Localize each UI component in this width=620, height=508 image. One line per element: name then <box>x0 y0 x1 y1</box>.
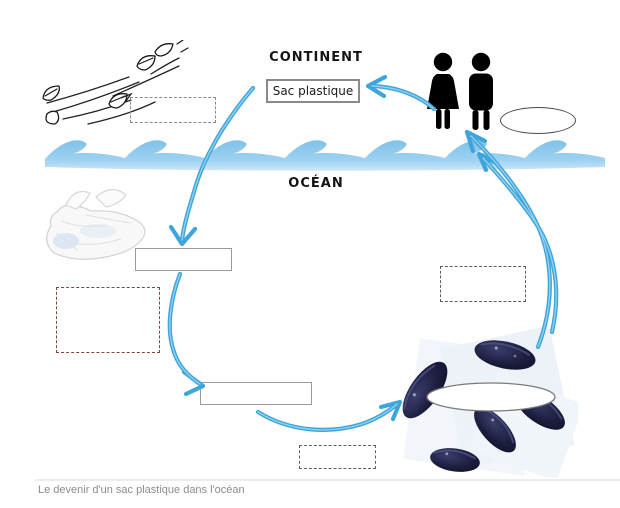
blank-left-middle <box>56 287 160 353</box>
plastic-bag-photo <box>46 188 146 260</box>
ocean-wave-border <box>45 140 605 171</box>
ocean-label: OCÉAN <box>288 176 344 191</box>
two-people-silhouettes <box>427 52 493 130</box>
blank-fragments <box>200 382 312 405</box>
oval-blank-next-to-people <box>500 107 576 134</box>
blank-wind-debris <box>130 97 216 123</box>
oval-blank-over-mussels <box>426 382 556 412</box>
figure-caption: Le devenir d'un sac plastique dans l'océ… <box>38 484 245 496</box>
mussels-photo <box>402 328 578 478</box>
sac-plastique-box: Sac plastique <box>266 79 360 103</box>
blank-right-middle <box>440 266 526 302</box>
blank-bottom-middle <box>299 445 376 469</box>
figure-bottom-rule <box>35 479 620 481</box>
blank-under-bag <box>135 248 232 271</box>
wind-blown-debris-sketch <box>42 40 189 125</box>
continent-label: CONTINENT <box>269 50 363 65</box>
